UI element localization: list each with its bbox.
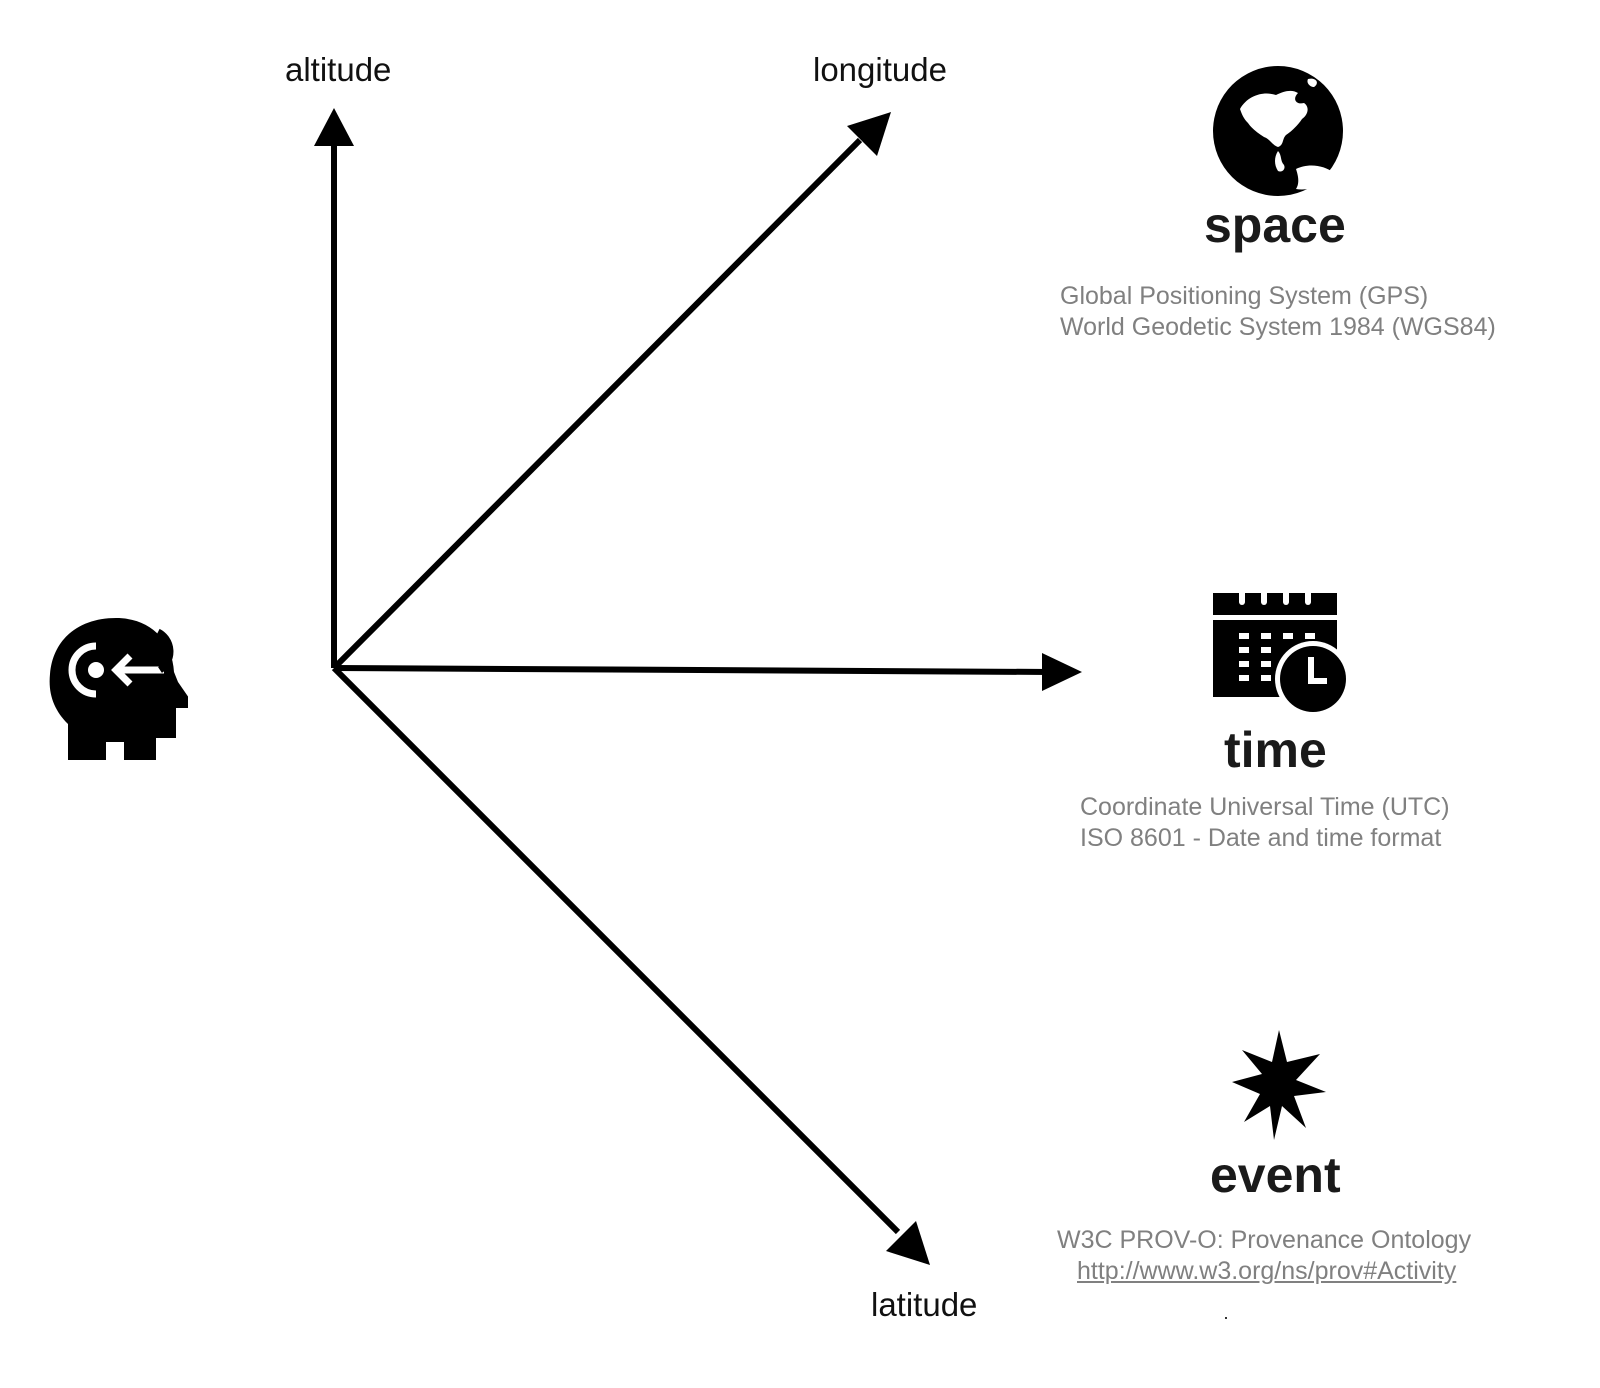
event-description-line-1: W3C PROV-O: Provenance Ontology <box>1057 1226 1472 1254</box>
time-axis <box>333 665 1051 675</box>
space-description-line-1: Global Positioning System (GPS) <box>1060 282 1429 310</box>
globe-icon <box>1213 66 1343 196</box>
space-description-line-2: World Geodetic System 1984 (WGS84) <box>1060 313 1496 341</box>
altitude-arrowhead <box>314 108 354 146</box>
head-observer-icon <box>49 618 188 760</box>
latitude-axis <box>331 665 901 1235</box>
event-heading: event <box>1210 1147 1341 1203</box>
time-description-line-1: Coordinate Universal Time (UTC) <box>1080 793 1450 821</box>
calendar-clock-icon <box>1213 587 1351 717</box>
time-heading: time <box>1224 722 1327 778</box>
time-arrowhead <box>1042 653 1082 691</box>
space-heading: space <box>1204 197 1346 253</box>
longitude-arrowhead <box>847 112 891 156</box>
latitude-arrowhead <box>886 1221 930 1265</box>
starburst-icon <box>1232 1030 1326 1140</box>
latitude-label: latitude <box>871 1286 978 1323</box>
time-description-line-2: ISO 8601 - Date and time format <box>1080 824 1442 852</box>
longitude-label: longitude <box>813 51 947 88</box>
stray-dot <box>1225 1317 1227 1319</box>
altitude-label: altitude <box>285 51 392 88</box>
prov-activity-link[interactable]: http://www.w3.org/ns/prov#Activity <box>1077 1257 1457 1285</box>
longitude-axis <box>331 137 863 671</box>
